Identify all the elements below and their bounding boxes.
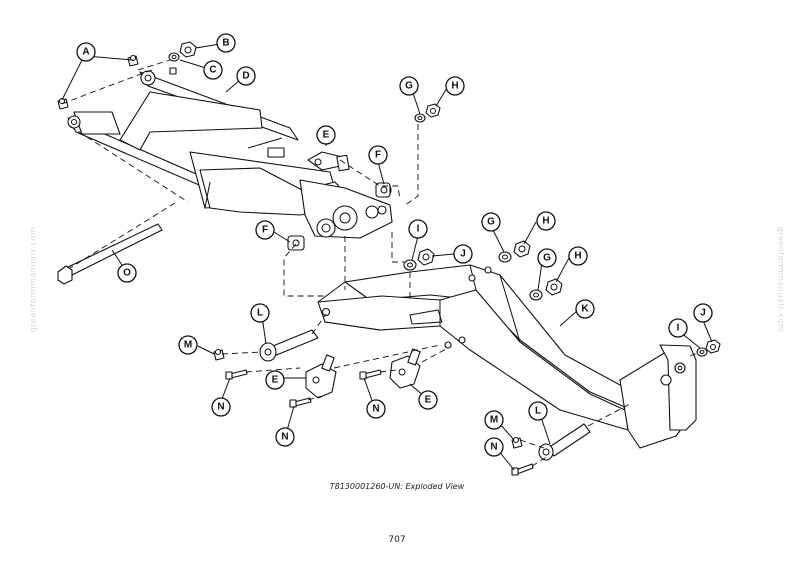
callout-i-2: I [668,318,688,338]
svg-text:I: I [677,323,680,334]
svg-text:I: I [417,224,420,235]
svg-text:E: E [425,395,432,406]
svg-text:H: H [574,251,581,262]
assembly-dashed-lines [61,59,701,467]
svg-text:B: B [222,38,229,49]
callout-d-1: D [236,66,256,86]
upper-arm-assembly [67,70,393,239]
callouts: A B C D E F F G H I J G H G H K I J L M … [76,33,713,457]
callout-g-1: G [399,76,419,96]
svg-text:F: F [375,150,381,161]
svg-text:H: H [542,216,549,227]
svg-text:A: A [82,47,89,58]
svg-text:E: E [272,375,279,386]
svg-text:N: N [217,402,224,413]
figure-caption: T8130001260-UN: Exploded View [329,482,465,491]
svg-text:L: L [535,406,541,417]
svg-text:H: H [451,81,458,92]
callout-h-3: H [568,246,588,266]
lower-main-arm [317,264,697,449]
svg-text:M: M [184,340,192,351]
svg-text:O: O [123,268,131,279]
svg-text:E: E [323,130,330,141]
svg-text:N: N [281,432,288,443]
callout-n-3: N [366,399,386,419]
callout-h-1: H [445,76,465,96]
svg-text:N: N [372,404,379,415]
lower-hardware [403,103,721,357]
svg-text:D: D [242,71,249,82]
svg-text:J: J [460,249,466,260]
svg-text:J: J [700,308,706,319]
svg-text:N: N [490,442,497,453]
svg-text:F: F [262,225,268,236]
svg-text:G: G [405,81,413,92]
callout-i-1: I [408,219,428,239]
callout-m-1: M [178,335,198,355]
callout-h-2: H [536,211,556,231]
svg-text:M: M [490,415,498,426]
callout-n-1: N [211,397,231,417]
callout-f-1: F [368,145,388,165]
svg-text:G: G [487,217,495,228]
callout-g-2: G [481,212,501,232]
callout-j-2: J [693,303,713,323]
callout-g-3: G [537,248,557,268]
svg-text:K: K [581,304,589,315]
svg-text:L: L [257,308,263,319]
callout-e-2: E [265,370,285,390]
callout-k-1: K [575,299,595,319]
page-number: 707 [388,535,406,545]
callout-n-4: N [484,437,504,457]
callout-b-1: B [216,33,236,53]
callout-l-1: L [250,303,270,323]
callout-o-1: O [117,263,137,283]
svg-text:G: G [543,253,551,264]
callout-a-1: A [76,42,96,62]
callout-c-1: C [203,60,223,80]
callout-j-1: J [453,244,473,264]
callout-e-3: E [418,390,438,410]
callout-n-2: N [275,427,295,447]
watermark-right: greenfarmmanuals.com [776,226,786,333]
callout-e-1: E [316,125,336,145]
callout-l-2: L [528,401,548,421]
callout-m-2: M [484,410,504,430]
svg-text:C: C [209,65,216,76]
long-pin [57,223,163,285]
callout-f-2: F [255,220,275,240]
watermark-left: greenfarmmanuals.com [28,226,38,333]
